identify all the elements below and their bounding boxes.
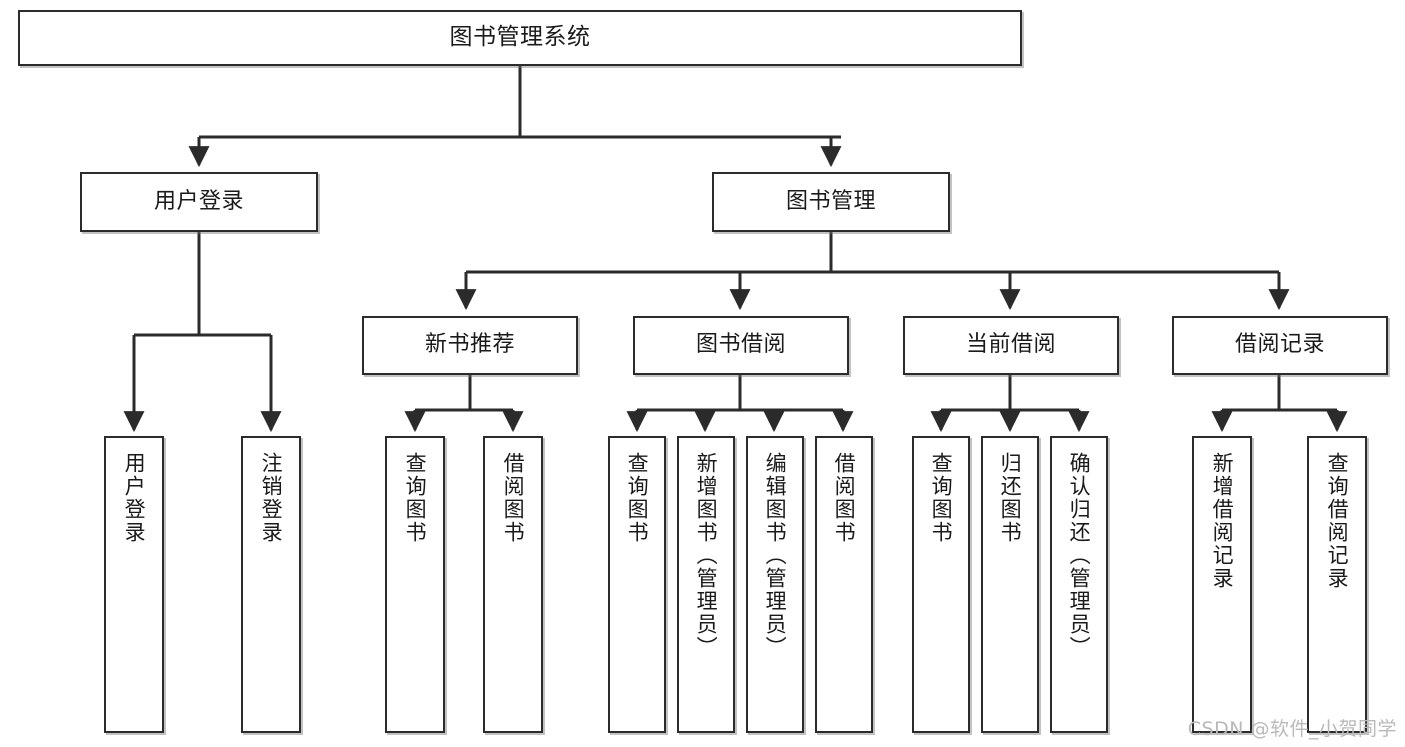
leaf-borrow-query-book[interactable]: 查询图书 xyxy=(608,436,666,733)
node-book-borrow-label: 图书借阅 xyxy=(695,332,786,358)
watermark-text: CSDN @软件_小贺同学 xyxy=(1187,718,1397,740)
leaf-user-logout[interactable]: 注销登录 xyxy=(241,436,301,733)
leaf-user-login[interactable]: 用户登录 xyxy=(104,436,164,733)
node-user-login[interactable]: 用户登录 xyxy=(80,172,318,232)
leaf-current-confirm-return[interactable]: 确认归还（管理员） xyxy=(1050,436,1108,733)
leaf-borrow-edit-book[interactable]: 编辑图书（管理员） xyxy=(746,436,804,733)
leaf-current-confirm-return-label: 确认归还（管理员） xyxy=(1067,452,1092,659)
node-book-management-label: 图书管理 xyxy=(785,188,876,214)
node-book-management[interactable]: 图书管理 xyxy=(712,172,950,232)
node-borrow-records-label: 借阅记录 xyxy=(1234,332,1325,358)
leaf-records-add-record-label: 新增借阅记录 xyxy=(1210,452,1235,590)
node-root-system[interactable]: 图书管理系统 xyxy=(18,10,1022,66)
leaf-current-return-book[interactable]: 归还图书 xyxy=(981,436,1039,733)
node-borrow-records[interactable]: 借阅记录 xyxy=(1172,316,1388,375)
node-current-borrow-label: 当前借阅 xyxy=(965,332,1056,358)
leaf-borrow-add-book[interactable]: 新增图书（管理员） xyxy=(677,436,735,733)
node-new-book-recommend[interactable]: 新书推荐 xyxy=(362,316,578,375)
node-new-book-recommend-label: 新书推荐 xyxy=(424,332,515,358)
leaf-recommend-query-book[interactable]: 查询图书 xyxy=(385,436,445,733)
leaf-borrow-edit-book-label: 编辑图书（管理员） xyxy=(763,452,788,659)
leaf-recommend-borrow-book-label: 借阅图书 xyxy=(501,452,526,544)
leaf-borrow-borrow-book[interactable]: 借阅图书 xyxy=(815,436,873,733)
leaf-records-query-record[interactable]: 查询借阅记录 xyxy=(1307,436,1367,733)
node-user-login-label: 用户登录 xyxy=(153,188,244,214)
node-book-borrow[interactable]: 图书借阅 xyxy=(633,316,849,375)
leaf-borrow-query-book-label: 查询图书 xyxy=(625,452,650,544)
leaf-records-add-record[interactable]: 新增借阅记录 xyxy=(1192,436,1252,733)
leaf-recommend-borrow-book[interactable]: 借阅图书 xyxy=(483,436,543,733)
node-root-label: 图书管理系统 xyxy=(449,24,591,51)
leaf-user-logout-label: 注销登录 xyxy=(259,452,284,544)
leaf-records-query-record-label: 查询借阅记录 xyxy=(1325,452,1350,590)
leaf-recommend-query-book-label: 查询图书 xyxy=(403,452,428,544)
node-current-borrow[interactable]: 当前借阅 xyxy=(903,316,1119,375)
leaf-current-query-book-label: 查询图书 xyxy=(929,452,954,544)
leaf-current-return-book-label: 归还图书 xyxy=(998,452,1023,544)
leaf-user-login-label: 用户登录 xyxy=(122,452,147,544)
leaf-current-query-book[interactable]: 查询图书 xyxy=(912,436,970,733)
leaf-borrow-add-book-label: 新增图书（管理员） xyxy=(694,452,719,659)
leaf-borrow-borrow-book-label: 借阅图书 xyxy=(832,452,857,544)
